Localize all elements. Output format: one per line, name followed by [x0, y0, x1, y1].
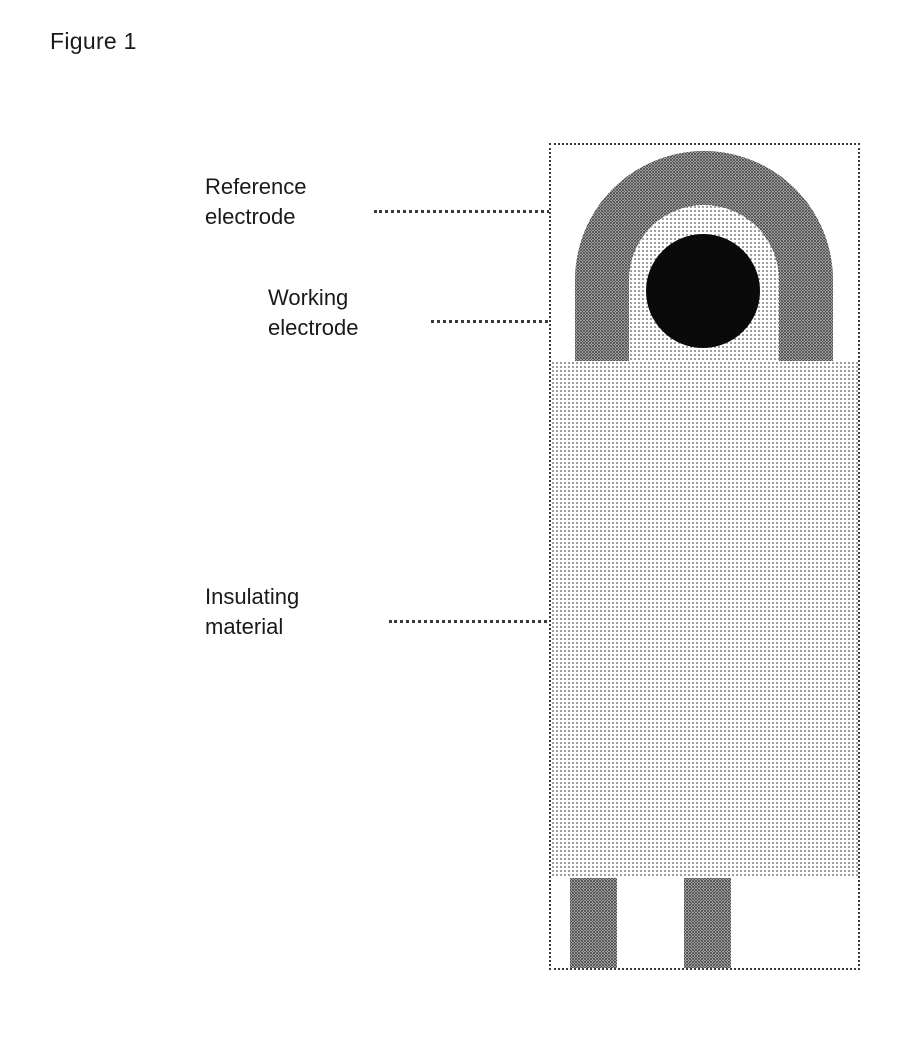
contact-pad-left [570, 878, 617, 968]
reference-leader-line [374, 210, 598, 213]
working-leader-line [431, 320, 650, 323]
contact-pad-right [684, 878, 731, 968]
insulating-material-body [551, 361, 858, 878]
sensor-strip-outline [549, 143, 860, 970]
insulating-material-label: Insulating material [205, 584, 300, 639]
working-electrode-disc [646, 234, 760, 348]
insulating-leader-line [389, 620, 588, 623]
reference-electrode-label: Reference electrode [205, 174, 307, 229]
working-electrode-label: Working electrode [268, 285, 359, 340]
figure-title: Figure 1 [50, 28, 137, 54]
